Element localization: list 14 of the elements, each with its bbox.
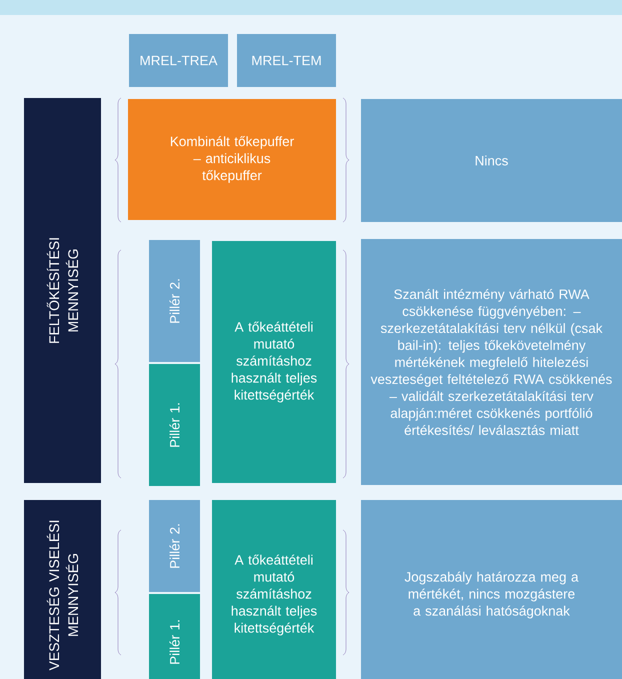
- exposure-box: Pillér 1.: [149, 594, 200, 679]
- column-box: Jogszabály határozza meg a mértékét, nincs mozgástere a szanálási hatóságoknak: [361, 500, 622, 679]
- column-box: Szanált intézmény várható RWA csökkenése függvényében: – szerkezetátalakítási terv nélkül (csak bail-in): teljes tőkekövetelmény mértékének megfelelő hitelezési veszteséget feltételező RWA csökkenés – validált szerkezetátalakítási terv alapján:méret csökkenés portfólió értékesítés/ leválasztás miatt: [361, 239, 622, 485]
- column-box: Nincs: [361, 99, 622, 222]
- exposure-box: A tőkeáttételi mutató számításhoz használt teljes kitettségérték: [212, 500, 336, 679]
- row-header-box: VESZTESÉG VISELÉSI MENNYISÉG: [24, 500, 101, 679]
- buffer-box: Kombinált tőkepuffer – anticiklikus tőkepuffer: [128, 99, 336, 220]
- exposure-box: A tőkeáttételi mutató számításhoz használt teljes kitettségérték: [212, 241, 336, 483]
- column-box: MREL-TEM: [237, 34, 336, 87]
- exposure-box: Pillér 1.: [149, 364, 200, 486]
- column-box: Pillér 2.: [149, 240, 200, 362]
- column-box: Pillér 2.: [149, 500, 200, 592]
- row-header-box: FELTŐKÉSÍTÉSI MENNYISÉG: [24, 98, 101, 483]
- column-box: MREL-TREA: [129, 34, 228, 87]
